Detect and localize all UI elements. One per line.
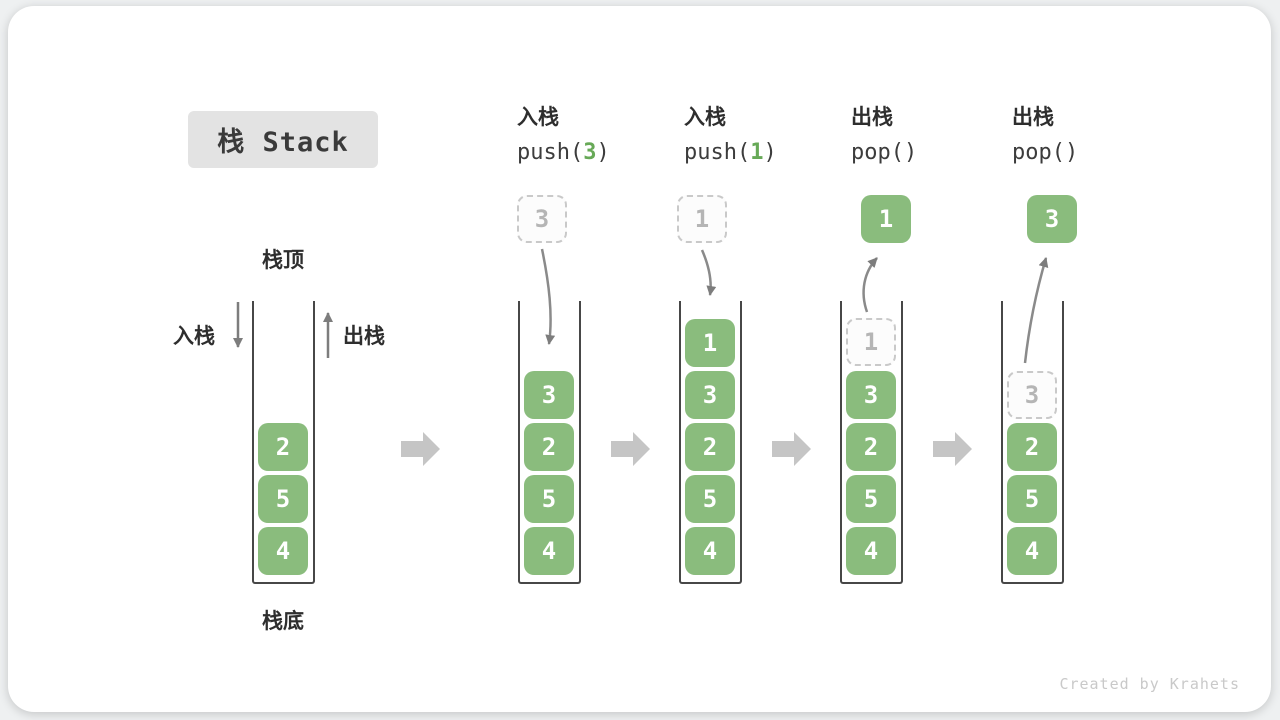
op-code: push(3) — [517, 141, 610, 165]
stack-element: 2 — [846, 423, 896, 471]
stack-element: 2 — [524, 423, 574, 471]
op-cn-label: 入栈 — [517, 106, 559, 129]
stack-element: 4 — [524, 527, 574, 575]
stack-element: 3 — [846, 371, 896, 419]
stack-element: 4 — [258, 527, 308, 575]
stack-ghost-element: 1 — [846, 318, 896, 366]
stack-element: 5 — [846, 475, 896, 523]
code-post: ) — [903, 140, 918, 165]
stack-element: 5 — [258, 475, 308, 523]
stack-container-4 — [840, 301, 903, 584]
stack-element: 3 — [524, 371, 574, 419]
op-label-pop-2: 出栈 pop() — [1012, 106, 1078, 165]
stack-ghost-element: 3 — [1007, 371, 1057, 419]
op-code: pop() — [1012, 141, 1078, 165]
stack-element: 3 — [685, 371, 735, 419]
title-chip: 栈 Stack — [188, 111, 378, 168]
code-post: ) — [1064, 140, 1079, 165]
stack-top-label: 栈顶 — [262, 249, 304, 272]
op-label-push-1: 入栈 push(1) — [684, 106, 777, 165]
stack-container-1 — [252, 301, 315, 584]
op-label-push-3: 入栈 push(3) — [517, 106, 610, 165]
code-post: ) — [763, 140, 777, 165]
stack-element: 5 — [524, 475, 574, 523]
code-pre: pop( — [1012, 140, 1065, 165]
code-pre: push( — [684, 140, 751, 165]
push-side-label: 入栈 — [173, 325, 215, 348]
stack-element: 5 — [685, 475, 735, 523]
stack-element: 5 — [1007, 475, 1057, 523]
code-post: ) — [596, 140, 610, 165]
stack-bottom-label: 栈底 — [262, 610, 304, 633]
stack-element: 4 — [846, 527, 896, 575]
footer-credit: Created by Krahets — [1059, 675, 1240, 693]
code-arg: 3 — [583, 140, 597, 165]
stack-element: 2 — [258, 423, 308, 471]
stack-element: 4 — [685, 527, 735, 575]
stack-element: 2 — [1007, 423, 1057, 471]
op-code: push(1) — [684, 141, 777, 165]
stack-container-2 — [518, 301, 581, 584]
popped-box-1: 1 — [861, 195, 911, 243]
popped-box-3: 3 — [1027, 195, 1077, 243]
stack-container-3 — [679, 301, 742, 584]
stack-container-5 — [1001, 301, 1064, 584]
op-cn-label: 入栈 — [684, 106, 726, 129]
op-code: pop() — [851, 141, 917, 165]
incoming-box-3: 3 — [517, 195, 567, 243]
pop-side-label: 出栈 — [343, 325, 385, 348]
op-cn-label: 出栈 — [851, 106, 893, 129]
incoming-box-1: 1 — [677, 195, 727, 243]
code-pre: pop( — [851, 140, 904, 165]
code-arg: 1 — [750, 140, 764, 165]
stack-element: 4 — [1007, 527, 1057, 575]
code-pre: push( — [517, 140, 584, 165]
stack-element: 2 — [685, 423, 735, 471]
page-title: 栈 Stack — [217, 127, 349, 158]
op-cn-label: 出栈 — [1012, 106, 1054, 129]
stack-element: 1 — [685, 319, 735, 367]
op-label-pop-1: 出栈 pop() — [851, 106, 917, 165]
